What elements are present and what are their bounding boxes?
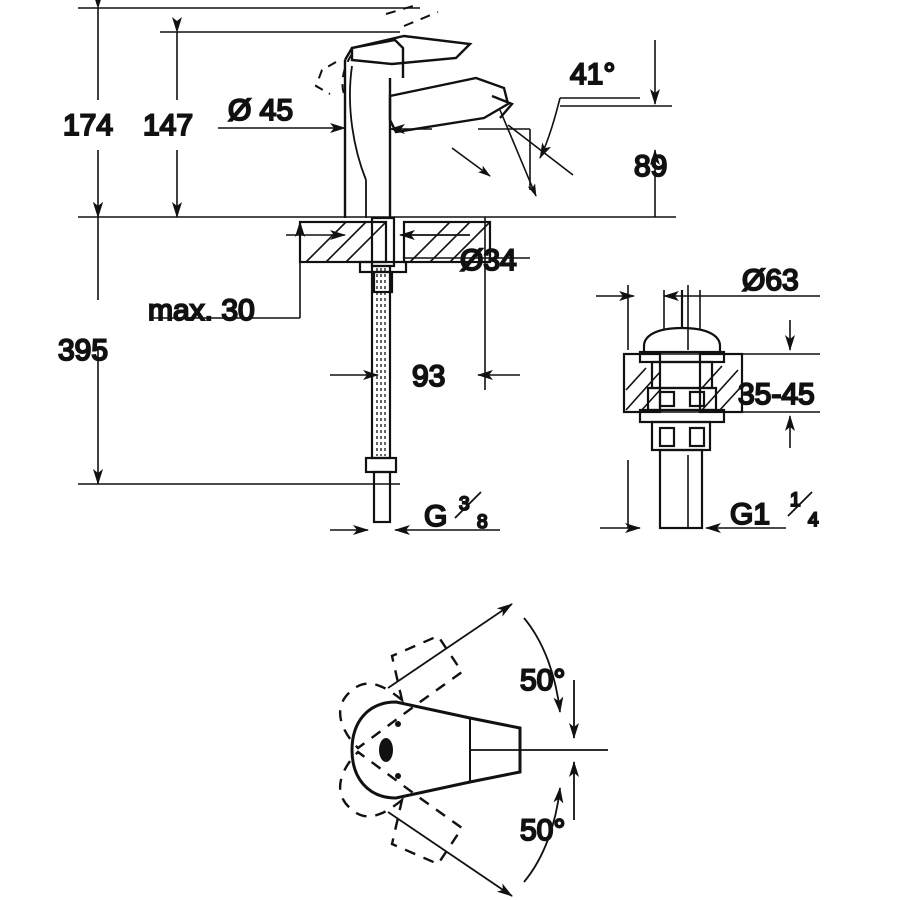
swivel-angle-lines	[387, 603, 608, 897]
swivel-lever-outline	[350, 700, 522, 800]
dimension-max30-label: max. 30	[148, 294, 255, 327]
thread-g114-label-g: G1	[730, 498, 770, 531]
hose-braid-texture	[376, 268, 386, 456]
dimension-swivel-top-label: 50°	[520, 664, 565, 697]
countertop-section	[298, 220, 492, 264]
dimension-174-label: 174	[63, 109, 113, 142]
dimension-41deg-label: 41°	[570, 58, 615, 91]
dimension-147-label: 147	[143, 109, 193, 142]
dimension-35-45-label: 35-45	[738, 378, 815, 411]
dimension-dia34-label: Ø34	[460, 244, 517, 277]
thread-g114-denominator: 4	[808, 510, 819, 531]
mounting-hardware	[358, 216, 408, 294]
dimension-41deg	[507, 97, 640, 176]
thread-g38-denominator: 8	[477, 512, 488, 533]
dimension-swivel-bottom-label: 50°	[520, 814, 565, 847]
dimension-89-label: 89	[634, 150, 667, 183]
spout-detail-arrows	[389, 109, 537, 197]
drain-valve-body	[638, 290, 726, 530]
dimension-93-label: 93	[412, 360, 445, 393]
flexible-hose	[364, 264, 398, 524]
basin-section	[622, 352, 744, 414]
swivel-dashed-positions	[338, 634, 464, 866]
thread-g38-label-g: G	[424, 500, 447, 533]
dimension-89	[560, 40, 672, 217]
thread-g38-numerator: 3	[459, 494, 470, 515]
faucet-body	[314, 3, 515, 218]
dimension-dia45-label: Ø 45	[228, 94, 293, 127]
dimension-dia63-label: Ø63	[742, 264, 799, 297]
dimension-395-label: 395	[58, 334, 108, 367]
